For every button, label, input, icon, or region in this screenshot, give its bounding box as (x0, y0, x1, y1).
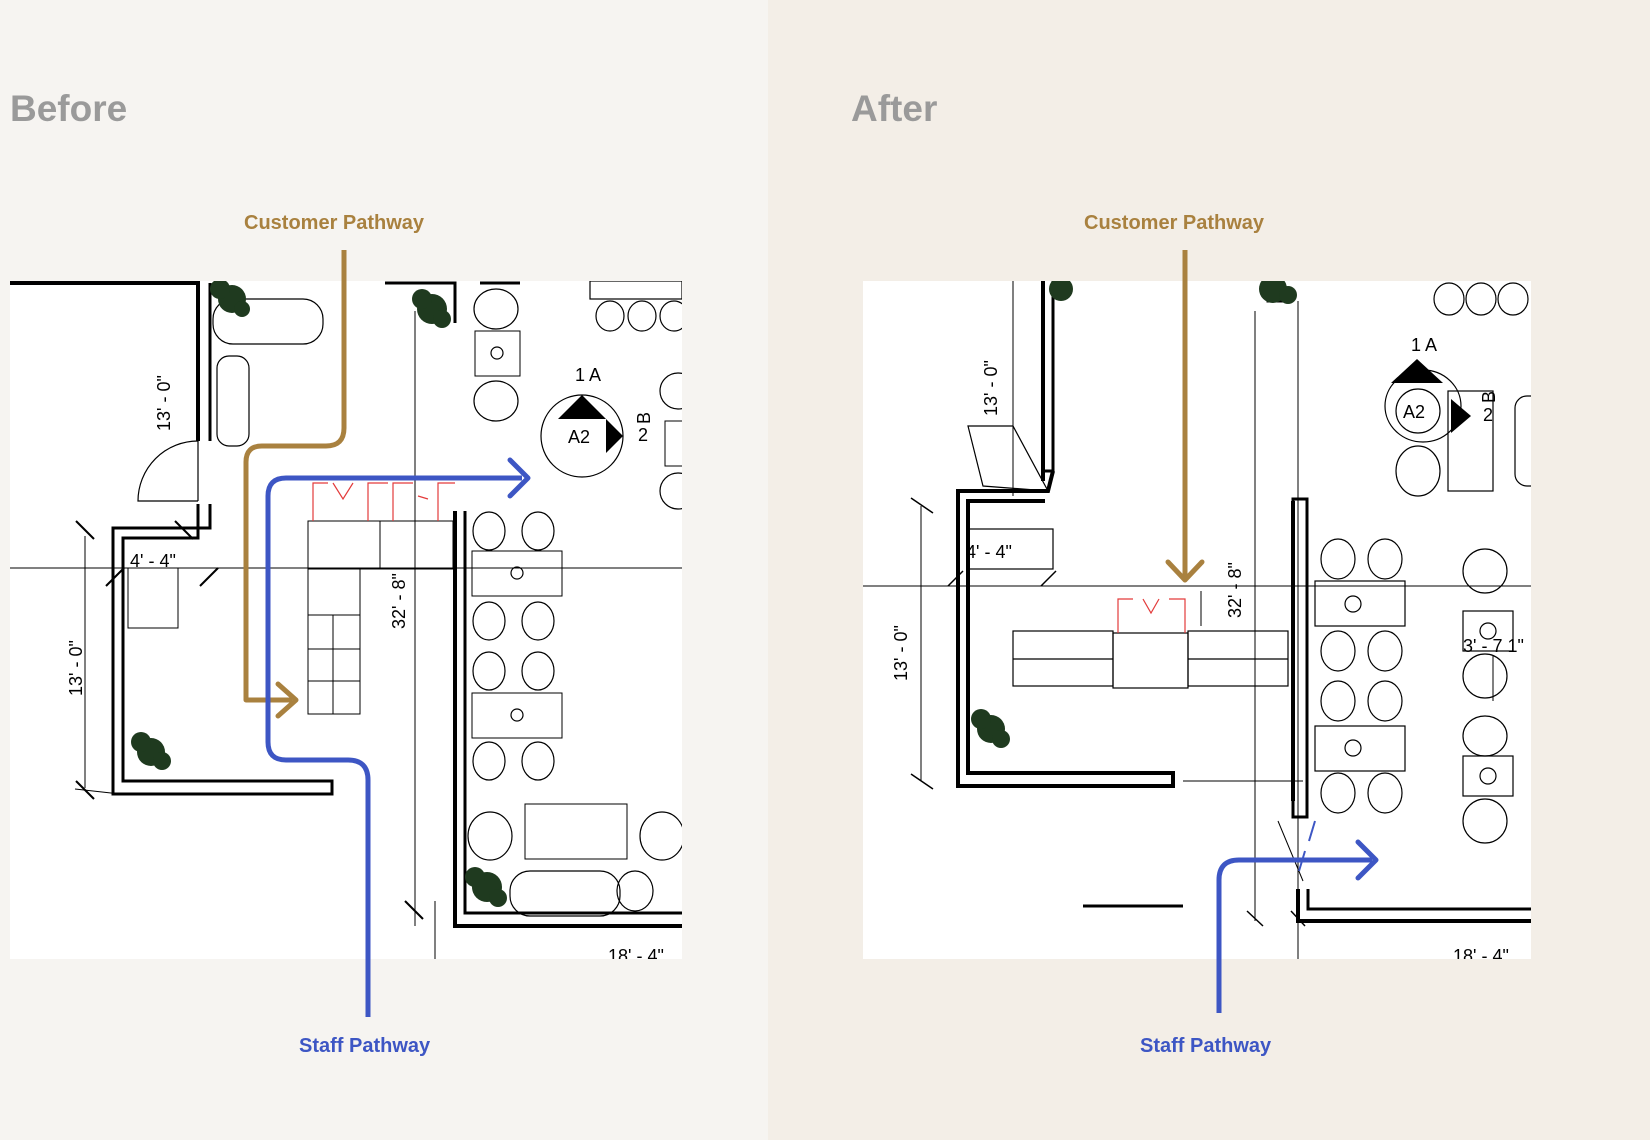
after-staff-label: Staff Pathway (1140, 1035, 1272, 1057)
after-section-mark-top: 1 A (1411, 335, 1437, 355)
section-mark-num: 2 (638, 425, 648, 445)
dim-top-left: 13' - 0" (154, 375, 174, 431)
after-dim-bottom: 18' - 4" (1453, 946, 1509, 959)
after-plan-drawing: 1 A A2 2 B 13' - 0" 4' - 4" 13' - 0" 32'… (863, 281, 1531, 959)
after-heading: After (851, 88, 938, 129)
after-dim-room-width: 4' - 4" (966, 542, 1012, 562)
dim-bottom: 18' - 4" (608, 946, 664, 959)
after-section-mark-center: A2 (1403, 402, 1425, 422)
dim-vertical: 32' - 8" (389, 573, 409, 629)
section-mark-center: A2 (568, 427, 590, 447)
after-dim-table: 3' - 7 1" (1463, 636, 1524, 656)
before-heading: Before (10, 88, 128, 129)
after-panel: After (768, 0, 1650, 1140)
after-dim-left-room: 13' - 0" (891, 625, 911, 681)
after-section-mark-right: B (1479, 391, 1499, 403)
after-floor-plan: 1 A A2 2 B 13' - 0" 4' - 4" 13' - 0" 32'… (863, 281, 1531, 959)
after-customer-label: Customer Pathway (1084, 212, 1265, 234)
after-section-mark-num: 2 (1483, 405, 1493, 425)
dim-room-width: 4' - 4" (130, 551, 176, 571)
after-dim-vertical: 32' - 8" (1225, 562, 1245, 618)
before-staff-label: Staff Pathway (299, 1035, 431, 1057)
before-panel: Before (0, 0, 768, 1140)
before-customer-label: Customer Pathway (244, 212, 425, 234)
before-floor-plan: 1 A A2 2 B 13' - 0" 4' - 4" 13' - 0" 32'… (10, 281, 682, 959)
section-mark-top: 1 A (575, 365, 601, 385)
after-dim-top-left: 13' - 0" (981, 360, 1001, 416)
section-mark-right: B (634, 412, 654, 424)
dim-left-room: 13' - 0" (66, 640, 86, 696)
before-plan-drawing: 1 A A2 2 B 13' - 0" 4' - 4" 13' - 0" 32'… (10, 281, 682, 959)
